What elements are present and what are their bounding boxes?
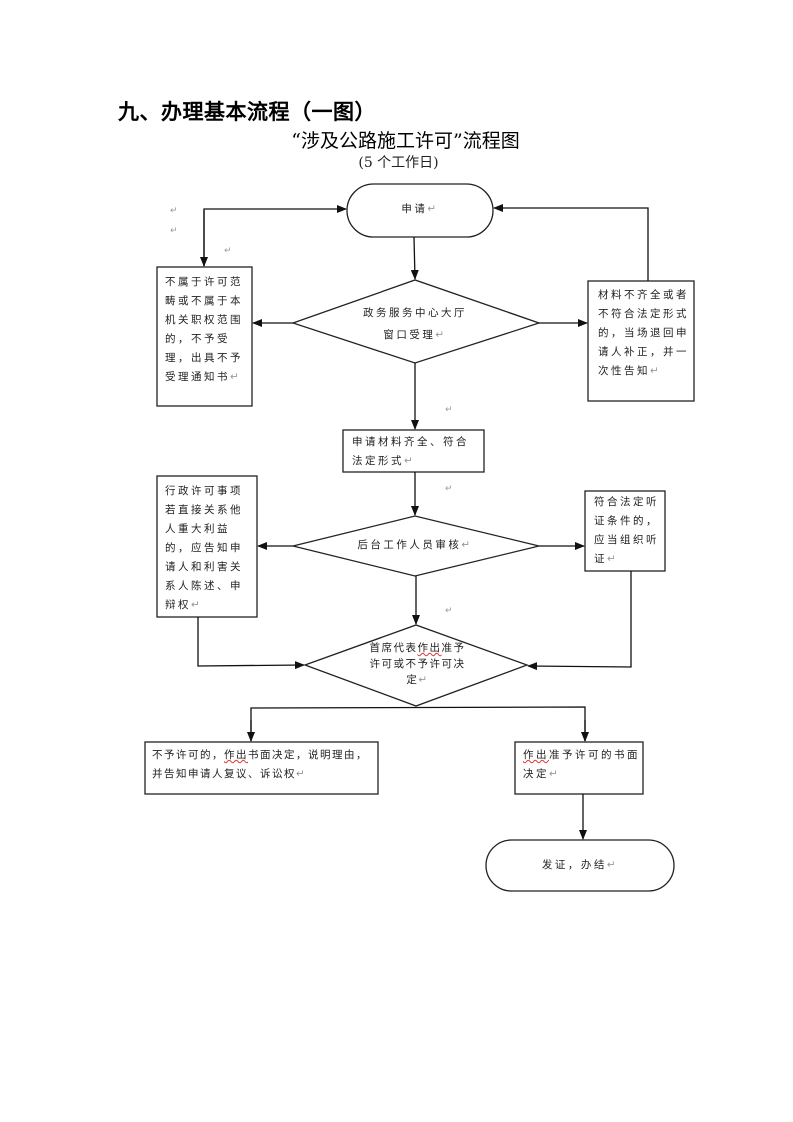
major-interest-label: 行政许可事项若直接关系他人重大利益的，应告知申请人和利害关系人陈述、申辩权 bbox=[165, 485, 243, 611]
node-backoffice-review-text: 后台工作人员审核↵ bbox=[340, 536, 490, 555]
node-major-interest-shape bbox=[156, 475, 258, 618]
paragraph-mark: ↵ bbox=[191, 599, 203, 611]
edge-not-in-scope-to-apply bbox=[203, 205, 347, 266]
denied-post: 书面决定，说明理由，并告知申请人复议、诉讼权 bbox=[152, 749, 368, 780]
node-major-interest-text: 行政许可事项若直接关系他人重大利益的，应告知申请人和利害关系人陈述、申辩权↵ bbox=[165, 482, 255, 615]
node-hearing-shape bbox=[584, 490, 666, 572]
node-issue-certificate-shape bbox=[485, 839, 675, 892]
paragraph-mark: ↵ bbox=[296, 768, 307, 780]
node-not-in-scope-text: 不属于许可范畴或不属于本机关职权范围的，不予受理，出具不予受理通知书↵ bbox=[165, 273, 249, 387]
node-chief-decision-shape bbox=[303, 624, 529, 707]
paragraph-mark: ↵ bbox=[650, 365, 662, 377]
paragraph-mark: ↵ bbox=[435, 329, 447, 341]
stray-paragraph-mark: ↵ bbox=[170, 206, 178, 216]
stray-paragraph-mark: ↵ bbox=[445, 484, 453, 494]
node-apply-text: 申请↵ bbox=[347, 200, 493, 219]
materials-complete-label: 申请材料齐全、符合法定形式 bbox=[352, 436, 469, 467]
node-approved-text: 作出准予许可的书面决定↵ bbox=[523, 746, 641, 784]
not-in-scope-label: 不属于许可范畴或不属于本机关职权范围的，不予受理，出具不予受理通知书 bbox=[165, 276, 243, 383]
edge-incomplete-to-apply bbox=[493, 204, 649, 281]
flowchart-title: “涉及公路施工许可”流程图 bbox=[291, 130, 520, 152]
section-heading: 九、办理基本流程（一图） bbox=[118, 100, 376, 124]
chief-line3: 定 bbox=[406, 674, 419, 686]
node-denied-text: 不予许可的，作出书面决定，说明理由，并告知申请人复议、诉讼权↵ bbox=[152, 746, 376, 784]
stray-paragraph-mark: ↵ bbox=[224, 246, 232, 256]
stray-paragraph-mark: ↵ bbox=[445, 606, 453, 616]
apply-label: 申请 bbox=[401, 203, 428, 215]
materials-incomplete-label: 材料不齐全或者不符合法定形式的，当场退回申请人补正，并一次性告知 bbox=[598, 289, 689, 377]
paragraph-mark: ↵ bbox=[427, 203, 439, 215]
chief-line1-mark: 作出 bbox=[417, 642, 442, 654]
node-materials-complete-shape bbox=[342, 429, 485, 473]
issue-certificate-label: 发证，办结 bbox=[541, 859, 607, 871]
window-accept-line2: 窗口受理 bbox=[383, 329, 436, 341]
backoffice-review-label: 后台工作人员审核 bbox=[357, 539, 462, 551]
node-materials-complete-text: 申请材料齐全、符合法定形式↵ bbox=[352, 433, 480, 471]
node-materials-incomplete-shape bbox=[587, 280, 695, 402]
paragraph-mark: ↵ bbox=[418, 674, 429, 686]
node-not-in-scope-shape bbox=[156, 266, 253, 407]
window-accept-line1: 政务服务中心大厅 bbox=[363, 307, 467, 319]
paragraph-mark: ↵ bbox=[606, 859, 619, 871]
stray-paragraph-mark: ↵ bbox=[170, 226, 178, 236]
node-chief-decision-text: 首席代表作出准予 许可或不予许可决 定↵ bbox=[350, 640, 485, 688]
chief-line1-post: 准予 bbox=[441, 642, 466, 654]
approved-post: 准予许可的书面决定 bbox=[523, 749, 640, 780]
denied-mark: 作出 bbox=[224, 749, 248, 761]
node-hearing-text: 符合法定听证条件的，应当组织听证↵ bbox=[594, 493, 664, 569]
flowchart-subtitle: (5 个工作日) bbox=[358, 155, 439, 171]
node-denied-shape bbox=[144, 741, 379, 795]
hearing-label: 符合法定听证条件的，应当组织听证 bbox=[594, 496, 659, 565]
paragraph-mark: ↵ bbox=[461, 539, 473, 551]
paragraph-mark: ↵ bbox=[549, 768, 561, 780]
stray-paragraph-mark: ↵ bbox=[445, 405, 453, 415]
edge-hearing-to-chief bbox=[527, 571, 632, 671]
approved-mark: 作出 bbox=[523, 749, 549, 761]
edge-chief-split bbox=[250, 706, 586, 741]
edge-major-interest-to-chief bbox=[197, 617, 305, 670]
chief-line2: 许可或不予许可决 bbox=[369, 658, 466, 670]
node-issue-certificate-text: 发证，办结↵ bbox=[486, 856, 674, 875]
denied-pre: 不予许可的， bbox=[152, 749, 224, 761]
node-materials-incomplete-text: 材料不齐全或者不符合法定形式的，当场退回申请人补正，并一次性告知↵ bbox=[598, 286, 692, 381]
node-approved-shape bbox=[514, 741, 644, 795]
node-window-accept-text: 政务服务中心大厅 窗口受理↵ bbox=[340, 302, 490, 346]
paragraph-mark: ↵ bbox=[404, 455, 416, 467]
paragraph-mark: ↵ bbox=[230, 371, 242, 383]
edge-apply-to-window bbox=[410, 236, 419, 280]
chief-line1-pre: 首席代表 bbox=[369, 642, 418, 654]
paragraph-mark: ↵ bbox=[607, 553, 619, 565]
